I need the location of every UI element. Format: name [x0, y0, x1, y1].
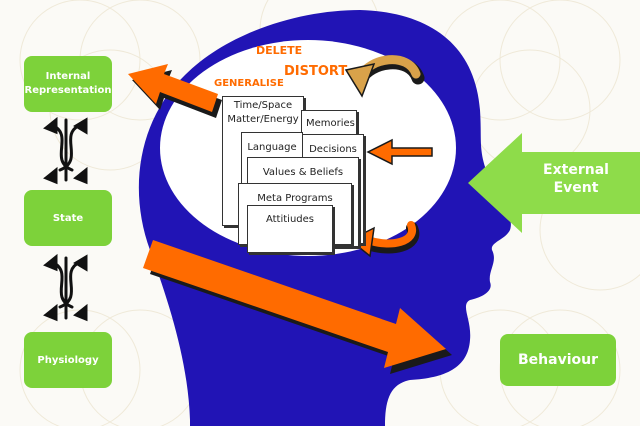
state-box: State: [24, 190, 112, 246]
behaviour-label: Behaviour: [518, 352, 598, 368]
decisions-arrow: [366, 138, 433, 166]
card-memories-label: Memories: [306, 118, 355, 129]
card-decisions-label: Decisions: [309, 144, 357, 155]
physiology-box: Physiology: [24, 332, 112, 388]
connector-state-physiology: [43, 253, 88, 322]
external-event-arrow: [468, 133, 640, 233]
card-meta-programs-label: Meta Programs: [257, 193, 333, 204]
behaviour-box: Behaviour: [500, 334, 616, 386]
card-time-space-label: Time/Space: [233, 100, 293, 111]
card-values-beliefs-label: Values & Beliefs: [262, 167, 344, 178]
internal-representation-label: Internal Representation: [24, 71, 112, 96]
card-matter-energy-label: Matter/Energy: [227, 114, 299, 125]
card-language-label: Language: [247, 142, 297, 153]
internal-representation-arrow: [128, 64, 222, 118]
card-attitudes-label: Attitiudes: [265, 214, 315, 225]
internal-representation-box: Internal Representation: [24, 56, 112, 112]
external-event-label: External Event: [543, 162, 609, 196]
delete-curved-arrow: [344, 55, 425, 98]
filter-delete: DELETE: [256, 44, 303, 57]
card-attitudes: Attitiudes: [247, 205, 333, 253]
state-label: State: [52, 212, 84, 224]
behaviour-arrow: [143, 240, 452, 374]
connector-ir-state: [43, 116, 88, 185]
physiology-label: Physiology: [37, 354, 99, 366]
filter-generalise: GENERALISE: [214, 78, 284, 89]
filter-distort: DISTORT: [284, 64, 348, 79]
